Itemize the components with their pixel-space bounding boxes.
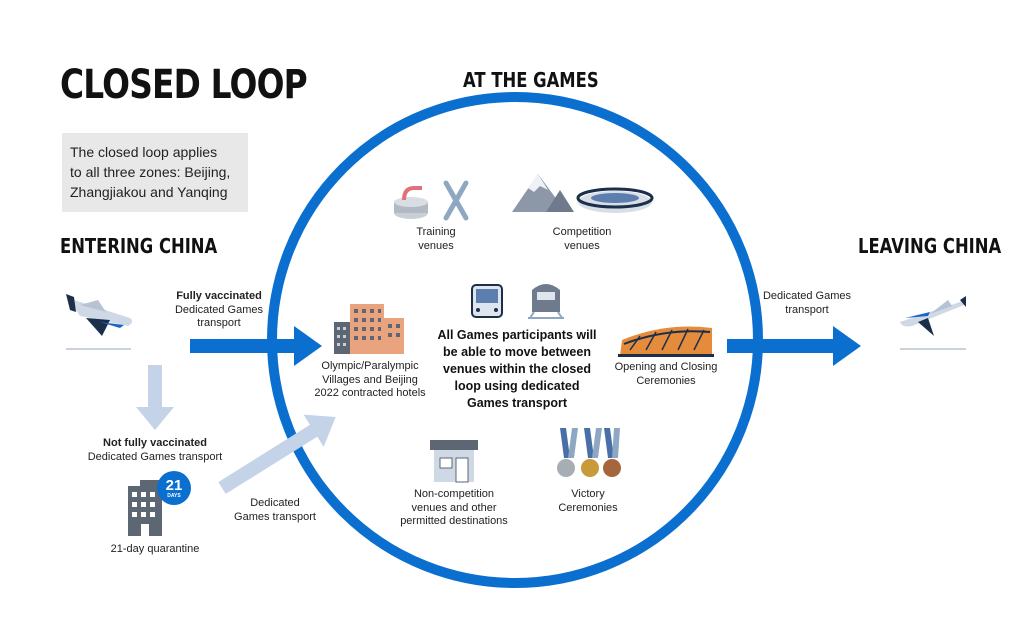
quarantine-badge-number: 21 bbox=[165, 477, 183, 494]
training-venues-label: Training venues bbox=[396, 226, 476, 253]
non-competition-venues-label: Non-competition venues and other permitt… bbox=[390, 488, 518, 529]
medals-icon bbox=[557, 428, 621, 477]
quarantine-badge-text: 21 DAYS bbox=[157, 478, 191, 499]
ceremonies-line: Opening and Closing bbox=[614, 361, 718, 373]
quarantine-badge bbox=[157, 471, 191, 505]
ceremony-stadium-icon bbox=[618, 326, 714, 357]
not-vaccinated-title: Not fully vaccinated bbox=[103, 437, 207, 449]
non-competition-line: venues and other bbox=[411, 501, 497, 514]
hotel-buildings-icon bbox=[334, 304, 404, 354]
leaving-arrow bbox=[727, 326, 861, 366]
fully-vaccinated-label: Fully vaccinated Dedicated Games transpo… bbox=[160, 290, 278, 331]
non-competition-line: permitted destinations bbox=[400, 515, 508, 527]
stadium-icon bbox=[576, 187, 654, 213]
not-vaccinated-line: Dedicated Games transport bbox=[87, 450, 223, 463]
info-line: to all three zones: Beijing, bbox=[70, 164, 231, 180]
info-line: The closed loop applies bbox=[70, 144, 218, 160]
leaving-transport-label: Dedicated Games transport bbox=[752, 290, 862, 317]
training-venues-line: Training bbox=[416, 226, 456, 238]
heading-at-the-games: AT THE GAMES bbox=[463, 68, 599, 92]
non-competition-line: Non-competition bbox=[413, 488, 495, 500]
competition-venues-label: Competition venues bbox=[540, 226, 624, 253]
bus-icon bbox=[471, 284, 503, 318]
quarantine-to-loop-arrow bbox=[218, 414, 336, 494]
quarantine-badge-unit: DAYS bbox=[167, 493, 181, 499]
center-description-line: Games transport bbox=[466, 396, 568, 410]
victory-ceremonies-line: Victory bbox=[571, 488, 605, 500]
dedicated-transport-line: Games transport bbox=[234, 510, 316, 523]
center-description-line: loop using dedicated bbox=[454, 379, 580, 393]
heading-leaving-china: LEAVING CHINA bbox=[858, 234, 1002, 258]
plane-entering-icon bbox=[66, 294, 133, 350]
plane-leaving-icon bbox=[900, 296, 966, 350]
villages-hotels-label: Olympic/Paralympic Villages and Beijing … bbox=[306, 360, 434, 401]
closed-loop-info-box: The closed loop applies to all three zon… bbox=[62, 133, 248, 212]
heading-entering-china: ENTERING CHINA bbox=[60, 234, 218, 258]
shop-building-icon bbox=[430, 440, 478, 483]
center-description-line: venues within the closed bbox=[443, 362, 591, 376]
ceremonies-line: Ceremonies bbox=[636, 374, 696, 387]
fully-vaccinated-line: Dedicated Games bbox=[174, 303, 264, 316]
fully-vaccinated-title: Fully vaccinated bbox=[176, 290, 262, 302]
victory-ceremonies-label: Victory Ceremonies bbox=[548, 488, 628, 515]
quarantine-label: 21-day quarantine bbox=[110, 543, 200, 555]
entering-arrow bbox=[190, 326, 322, 366]
page-title: CLOSED LOOP bbox=[60, 62, 308, 108]
leaving-transport-line: Dedicated Games bbox=[762, 290, 852, 302]
not-vaccinated-label: Not fully vaccinated Dedicated Games tra… bbox=[80, 437, 230, 464]
info-line: Zhangjiakou and Yanqing bbox=[70, 184, 228, 200]
fully-vaccinated-line: transport bbox=[197, 317, 241, 329]
center-description-line: All Games participants will bbox=[437, 328, 597, 342]
training-venues-line: venues bbox=[418, 239, 454, 252]
center-description-line: be able to move between bbox=[443, 345, 591, 359]
victory-ceremonies-line: Ceremonies bbox=[558, 501, 618, 514]
curling-stone-icon bbox=[394, 186, 428, 219]
villages-hotels-line: 2022 contracted hotels bbox=[314, 387, 426, 399]
dedicated-transport-line: Dedicated bbox=[250, 497, 300, 509]
competition-venues-line: venues bbox=[564, 239, 600, 252]
villages-hotels-line: Olympic/Paralympic bbox=[321, 360, 419, 372]
mountain-icon bbox=[512, 174, 574, 212]
dedicated-transport-label: Dedicated Games transport bbox=[222, 497, 328, 524]
quarantine-building-icon bbox=[128, 471, 191, 536]
skis-icon bbox=[443, 180, 469, 221]
opening-closing-ceremonies-label: Opening and Closing Ceremonies bbox=[606, 361, 726, 388]
leaving-transport-line: transport bbox=[785, 303, 829, 316]
villages-hotels-line: Villages and Beijing bbox=[322, 373, 418, 386]
competition-venues-line: Competition bbox=[552, 226, 612, 238]
down-arrow bbox=[136, 365, 174, 430]
train-icon bbox=[528, 284, 564, 319]
center-description: All Games participants will be able to m… bbox=[428, 327, 606, 412]
